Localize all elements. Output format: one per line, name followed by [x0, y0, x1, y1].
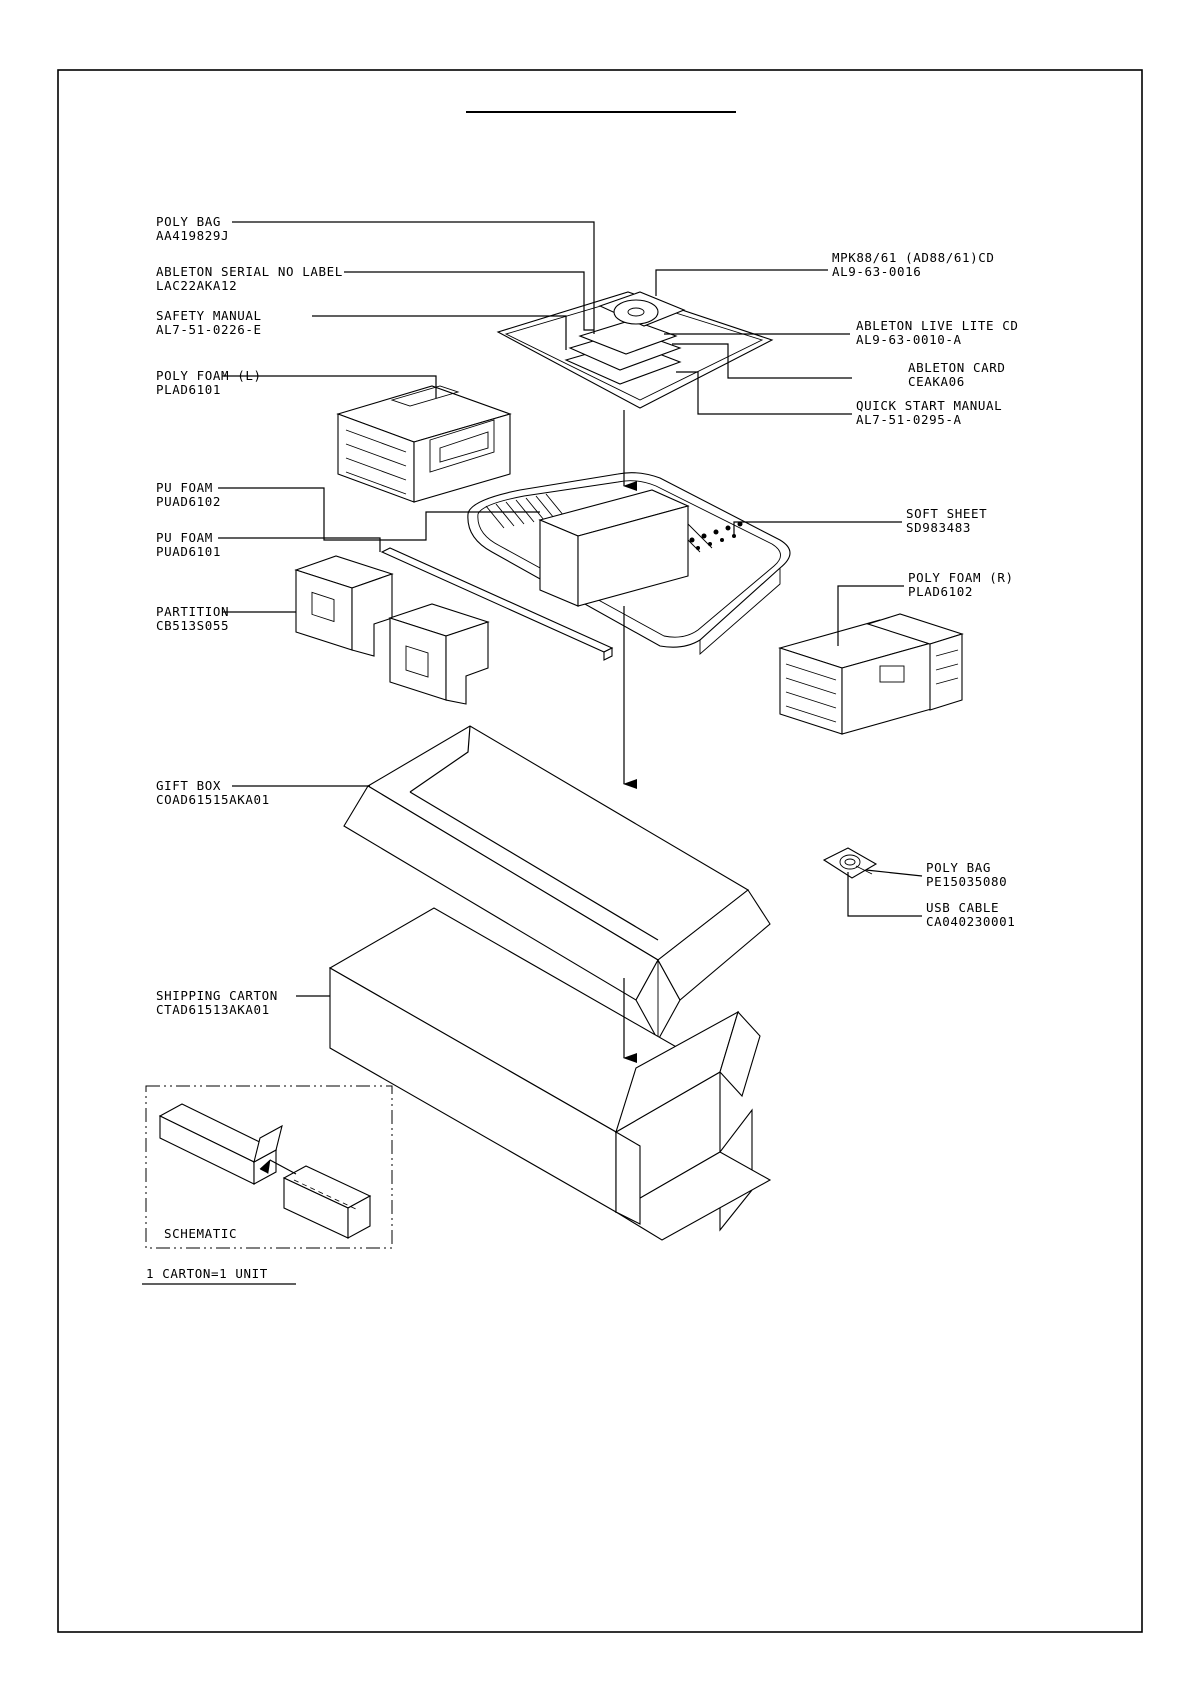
svg-text:POLY FOAM (L): POLY FOAM (L) — [156, 368, 262, 383]
svg-text:PU FOAM: PU FOAM — [156, 530, 213, 545]
label-poly-foam-right: POLY FOAM (R) PLAD6102 — [908, 570, 1014, 599]
label-shipping-carton: SHIPPING CARTON CTAD61513AKA01 — [156, 988, 278, 1017]
svg-text:COAD61515AKA01: COAD61515AKA01 — [156, 792, 270, 807]
svg-text:QUICK START MANUAL: QUICK START MANUAL — [856, 398, 1002, 413]
svg-text:POLY BAG: POLY BAG — [156, 214, 221, 229]
shipping-carton — [328, 907, 772, 1241]
svg-text:CB513S055: CB513S055 — [156, 618, 229, 633]
svg-text:AL9-63-0010-A: AL9-63-0010-A — [856, 332, 962, 347]
svg-text:ABLETON LIVE LITE CD: ABLETON LIVE LITE CD — [856, 318, 1019, 333]
svg-text:1 CARTON=1 UNIT: 1 CARTON=1 UNIT — [146, 1266, 268, 1281]
usb-cable-bag — [822, 847, 878, 879]
svg-text:AL9-63-0016: AL9-63-0016 — [832, 264, 921, 279]
svg-text:PUAD6102: PUAD6102 — [156, 494, 221, 509]
svg-text:PLAD6101: PLAD6101 — [156, 382, 221, 397]
svg-text:PUAD6101: PUAD6101 — [156, 544, 221, 559]
drawing-frame — [57, 69, 1143, 1633]
label-usb-cable: USB CABLE CA040230001 — [926, 900, 1015, 929]
svg-text:USB CABLE: USB CABLE — [926, 900, 999, 915]
label-poly-foam-left: POLY FOAM (L) PLAD6101 — [156, 368, 262, 397]
svg-text:LAC22AKA12: LAC22AKA12 — [156, 278, 237, 293]
gift-box — [343, 725, 771, 1042]
svg-text:CA040230001: CA040230001 — [926, 914, 1015, 929]
svg-text:POLY BAG: POLY BAG — [926, 860, 991, 875]
label-pu-foam-1: PU FOAM PUAD6102 — [156, 480, 221, 509]
label-poly-bag: POLY BAG AA419829J — [156, 214, 229, 243]
poly-foam-right — [778, 613, 964, 735]
svg-text:SAFETY MANUAL: SAFETY MANUAL — [156, 308, 262, 323]
keyboard-unit — [467, 472, 791, 655]
svg-text:ABLETON CARD: ABLETON CARD — [908, 360, 1006, 375]
label-live-lite-cd: ABLETON LIVE LITE CD AL9-63-0010-A — [856, 318, 1019, 347]
svg-text:SD983483: SD983483 — [906, 520, 971, 535]
svg-text:AL7-51-0295-A: AL7-51-0295-A — [856, 412, 962, 427]
label-mpk-cd: MPK88/61 (AD88/61)CD AL9-63-0016 — [832, 250, 995, 279]
schematic-title: SCHEMATIC — [164, 1226, 237, 1241]
label-partition: PARTITION CB513S055 — [156, 604, 229, 633]
label-pu-foam-2: PU FOAM PUAD6101 — [156, 530, 221, 559]
label-poly-bag-2: POLY BAG PE15035080 — [926, 860, 1007, 889]
poly-bag-assembly — [496, 291, 774, 409]
pu-foam-strip — [380, 547, 614, 661]
svg-text:PU FOAM: PU FOAM — [156, 480, 213, 495]
label-quick-start: QUICK START MANUAL AL7-51-0295-A — [856, 398, 1002, 427]
svg-text:AA419829J: AA419829J — [156, 228, 229, 243]
svg-text:SOFT SHEET: SOFT SHEET — [906, 506, 987, 521]
schematic-inset: SCHEMATIC — [145, 1085, 393, 1249]
svg-text:ABLETON SERIAL NO LABEL: ABLETON SERIAL NO LABEL — [156, 264, 343, 279]
svg-text:CTAD61513AKA01: CTAD61513AKA01 — [156, 1002, 270, 1017]
svg-text:PE15035080: PE15035080 — [926, 874, 1007, 889]
label-soft-sheet: SOFT SHEET SD983483 — [906, 506, 987, 535]
svg-text:CEAKA06: CEAKA06 — [908, 374, 965, 389]
svg-text:PARTITION: PARTITION — [156, 604, 229, 619]
svg-text:MPK88/61 (AD88/61)CD: MPK88/61 (AD88/61)CD — [832, 250, 995, 265]
label-gift-box: GIFT BOX COAD61515AKA01 — [156, 778, 270, 807]
poly-foam-left — [336, 385, 512, 503]
svg-text:GIFT BOX: GIFT BOX — [156, 778, 221, 793]
label-serial-label: ABLETON SERIAL NO LABEL LAC22AKA12 — [156, 264, 343, 293]
partition-pieces — [294, 555, 490, 705]
svg-text:SHIPPING CARTON: SHIPPING CARTON — [156, 988, 278, 1003]
carton-unit-note: 1 CARTON=1 UNIT — [142, 1266, 296, 1285]
svg-text:POLY FOAM (R): POLY FOAM (R) — [908, 570, 1014, 585]
svg-text:PLAD6102: PLAD6102 — [908, 584, 973, 599]
label-ableton-card: ABLETON CARD CEAKA06 — [908, 360, 1006, 389]
leader-lines — [218, 221, 923, 997]
svg-text:AL7-51-0226-E: AL7-51-0226-E — [156, 322, 262, 337]
label-safety-manual: SAFETY MANUAL AL7-51-0226-E — [156, 308, 262, 337]
